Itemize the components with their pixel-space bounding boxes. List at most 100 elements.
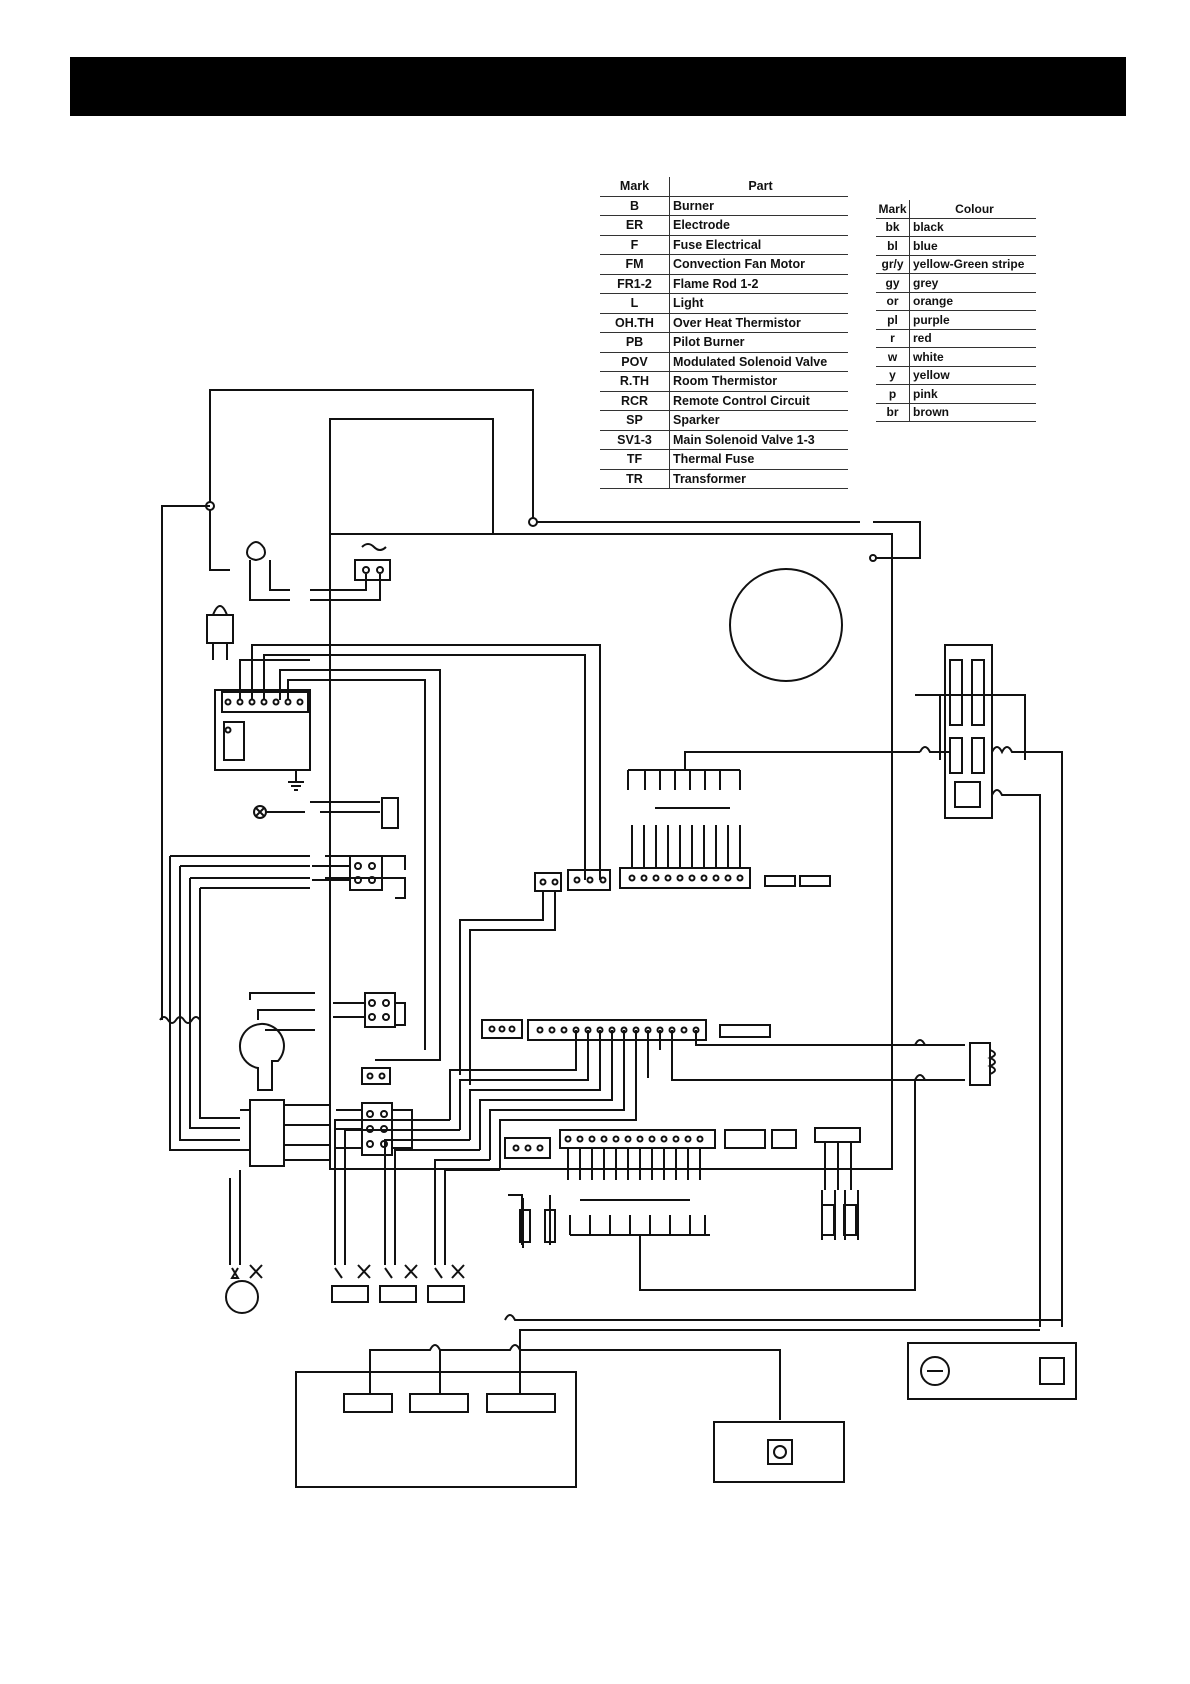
connector-3pin-d xyxy=(724,1129,766,1149)
connector-4pin-b xyxy=(814,1127,861,1143)
flame-rod-symbol xyxy=(508,1194,551,1248)
colour-legend-row-colour: brown xyxy=(909,403,1036,422)
parts-legend-row-part: Modulated Solenoid Valve xyxy=(669,352,848,372)
sparker-symbol xyxy=(206,614,234,644)
parts-legend-row-part: Thermal Fuse xyxy=(669,449,848,470)
burner-box xyxy=(295,1371,577,1488)
colour-legend-row-mark: p xyxy=(876,384,910,404)
thermal-fuse-symbol xyxy=(159,1016,201,1024)
parts-legend-row-mark: FM xyxy=(600,254,670,275)
colour-legend-row-colour: yellow xyxy=(909,366,1036,385)
parts-legend-row-part: Sparker xyxy=(669,410,848,431)
colour-legend-row-colour: grey xyxy=(909,273,1036,293)
connector-small-c xyxy=(719,1024,771,1038)
connector-12pin-pins xyxy=(564,1135,704,1143)
title-bar xyxy=(70,57,1126,116)
wire-junction xyxy=(869,554,877,562)
light-connector xyxy=(381,797,399,829)
left-wires xyxy=(169,855,310,1151)
colour-legend-row-colour: pink xyxy=(909,384,1036,404)
colour-legend-row-colour: red xyxy=(909,329,1036,348)
parts-legend-row-part: Pilot Burner xyxy=(669,332,848,353)
lower-harness xyxy=(567,1080,916,1291)
colour-legend-row-colour: yellow-Green stripe xyxy=(909,255,1036,274)
parts-legend-row-part: Remote Control Circuit xyxy=(669,391,848,411)
parts-legend-row-mark: POV xyxy=(600,352,670,372)
parts-legend-row-mark: TR xyxy=(600,469,670,489)
connector-3pin-c xyxy=(504,1137,551,1159)
parts-legend-row-part: Light xyxy=(669,293,848,314)
parts-legend-row-mark: R.TH xyxy=(600,371,670,392)
parts-legend-row-mark: SV1-3 xyxy=(600,430,670,450)
parts-legend-row-part: Flame Rod 1-2 xyxy=(669,274,848,294)
burner-2 xyxy=(409,1393,469,1413)
connector-2pin-a xyxy=(361,1067,391,1085)
colour-legend-row-colour: orange xyxy=(909,292,1036,311)
connector-12pin xyxy=(559,1129,716,1149)
colour-legend-row-mark: pl xyxy=(876,310,910,330)
parts-legend-row-mark: B xyxy=(600,196,670,216)
colour-legend-header: Mark Colour xyxy=(876,200,1036,219)
fuse-connector xyxy=(354,559,391,581)
colour-legend-row-colour: black xyxy=(909,218,1036,237)
parts-legend-row-mark: TF xyxy=(600,449,670,470)
ground-symbol xyxy=(288,770,304,791)
main-valve-3 xyxy=(427,1285,465,1303)
bottom-wires xyxy=(369,1314,1062,1420)
colour-legend-row-colour: purple xyxy=(909,310,1036,330)
colour-header-colour: Colour xyxy=(909,200,1036,219)
parts-legend-row-mark: OH.TH xyxy=(600,313,670,333)
sparker-unit xyxy=(214,689,311,771)
colour-legend-row-mark: or xyxy=(876,292,910,311)
parts-header-part: Part xyxy=(669,177,848,197)
colour-legend-row-colour: blue xyxy=(909,236,1036,256)
connector-2pin-c xyxy=(771,1129,797,1149)
parts-legend-row-part: Fuse Electrical xyxy=(669,235,848,255)
colour-legend-row-colour: white xyxy=(909,347,1036,367)
connector-4pin xyxy=(349,855,383,891)
colour-legend-row-mark: gr/y xyxy=(876,255,910,274)
parts-header-mark: Mark xyxy=(600,177,670,197)
colour-legend-row-mark: y xyxy=(876,366,910,385)
connector-3pin-a xyxy=(567,869,611,891)
burner-3 xyxy=(486,1393,556,1413)
transformer-symbol xyxy=(249,1099,285,1167)
connector-main xyxy=(527,1019,707,1041)
colour-legend-row-mark: gy xyxy=(876,273,910,293)
connector-small-b xyxy=(799,875,831,887)
main-valve-2 xyxy=(379,1285,417,1303)
colour-legend-row-mark: br xyxy=(876,403,910,422)
fuse-wires xyxy=(249,560,381,601)
connector-10pin-pins xyxy=(628,874,744,882)
solenoid-valve-symbols xyxy=(225,1264,465,1314)
wire-junction xyxy=(528,517,538,527)
parts-legend-row-part: Transformer xyxy=(669,469,848,489)
parts-legend-row-mark: FR1-2 xyxy=(600,274,670,294)
board-top-box xyxy=(329,418,494,535)
sparker-wires xyxy=(239,644,601,1061)
parts-legend-row-mark: SP xyxy=(600,410,670,431)
parts-legend-row-part: Room Thermistor xyxy=(669,371,848,392)
connector-main-pins xyxy=(536,1026,700,1034)
parts-legend-header: Mark Part xyxy=(600,177,848,197)
left-feed-wire xyxy=(161,505,230,1020)
colour-legend-row-mark: bl xyxy=(876,236,910,256)
board-circle xyxy=(729,568,843,682)
